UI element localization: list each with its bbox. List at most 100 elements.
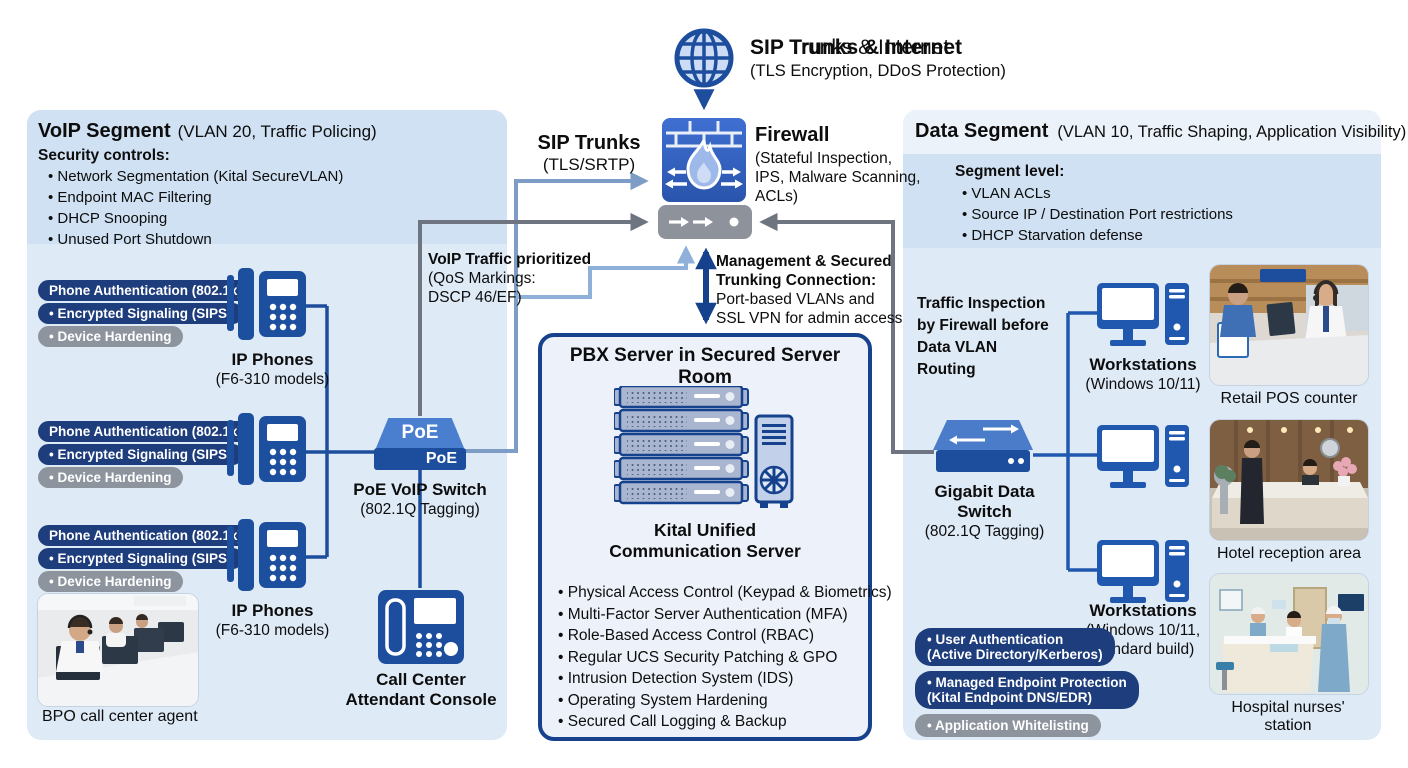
pbx-bullet: • Secured Call Logging & Backup xyxy=(558,713,787,730)
phone-badge: • Device Hardening xyxy=(38,326,183,347)
endpoint-badge-line: (Active Directory/Kerberos) xyxy=(927,647,1103,662)
data-segment-item: • DHCP Starvation defense xyxy=(962,227,1143,244)
ip-phones-sublabel-2: (F6-310 models) xyxy=(215,622,330,639)
management-note: Management & Secured Trunking Connection… xyxy=(716,252,902,328)
retail-photo-caption: Retail POS counter xyxy=(1220,390,1358,407)
phone-badges-group-3: Phone Authentication (802.1x) • Encrypte… xyxy=(38,525,254,594)
voip-security-item: • Network Segmentation (Kital SecureVLAN… xyxy=(48,168,344,185)
data-segment-title-suffix: (VLAN 10, Traffic Shaping, Application V… xyxy=(1057,123,1407,141)
sip-trunks-sublabel: (TLS/SRTP) xyxy=(542,155,636,174)
workstations-bottom-sublabel: (Windows 10/11, xyxy=(1085,622,1201,639)
poe-switch-label: PoE VoIP Switch xyxy=(353,480,487,499)
endpoint-badge-line: • User Authentication xyxy=(927,632,1064,647)
voip-priority-line: DSCP 46/EF) xyxy=(428,289,522,306)
firewall-detail-line: (Stateful Inspection, xyxy=(755,150,892,167)
internet-subtitle: (TLS Encryption, DDoS Protection) xyxy=(750,62,1006,80)
workstation-icon xyxy=(1097,540,1189,603)
pbx-bullet: • Regular UCS Security Patching & GPO xyxy=(558,648,838,666)
phone-badge: • Device Hardening xyxy=(38,467,183,488)
console-label2: Attendant Console xyxy=(345,690,497,709)
workstation-icon xyxy=(1097,283,1189,346)
endpoint-badge: • Application Whitelisting xyxy=(915,714,1101,737)
voip-security-item: • DHCP Snooping xyxy=(48,210,168,227)
endpoint-badge-line: • Managed Endpoint Protection xyxy=(927,675,1127,690)
voip-priority-line: (QoS Markings: xyxy=(428,270,536,287)
sip-trunks-label: SIP Trunks xyxy=(537,132,641,154)
firewall-details: (Stateful Inspection, IPS, Malware Scann… xyxy=(755,149,920,206)
pbx-bullet: • Multi-Factor Server Authentication (MF… xyxy=(558,605,848,623)
data-switch-icon xyxy=(933,420,1033,472)
traffic-inspection-line: by Firewall before xyxy=(917,317,1049,334)
pbx-server-rack-icon xyxy=(614,386,794,508)
data-segment-item: • VLAN ACLs xyxy=(962,185,1051,202)
traffic-inspection-note: Traffic Inspection by Firewall before Da… xyxy=(917,293,1049,381)
phone-badge: • Encrypted Signaling (SIPS) xyxy=(38,548,243,569)
phone-badges-group-1: Phone Authentication (802.1x) • Encrypte… xyxy=(38,280,254,349)
firewall-icon xyxy=(662,118,746,202)
hospital-photo-caption: Hospital nurses' station xyxy=(1231,699,1345,734)
data-switch-label: Gigabit Data Switch xyxy=(934,482,1035,521)
data-segment-item: • Source IP / Destination Port restricti… xyxy=(962,206,1233,223)
voip-segment-title: VoIP Segment xyxy=(38,120,171,142)
traffic-inspection-line: Data VLAN xyxy=(917,339,998,356)
pbx-bullet: • Operating System Hardening xyxy=(558,691,768,709)
phone-badge: • Encrypted Signaling (SIPS) xyxy=(38,303,243,324)
voip-security-item: • Endpoint MAC Filtering xyxy=(48,189,212,206)
phone-badge: Phone Authentication (802.1x) xyxy=(38,421,254,442)
endpoint-badge-line: • Application Whitelisting xyxy=(927,718,1089,733)
firewall-label: Firewall xyxy=(755,124,830,146)
internet-title: SIP Trunks & Internet xyxy=(750,36,950,59)
globe-icon xyxy=(674,28,734,88)
firewall-detail-line: ACLs) xyxy=(755,188,799,205)
management-line: Management & Secured xyxy=(716,253,892,270)
hotel-reception-photo xyxy=(1210,420,1368,540)
data-segment-list: • VLAN ACLs • Source IP / Destination Po… xyxy=(962,183,1233,246)
endpoint-badge-line: (Kital Endpoint DNS/EDR) xyxy=(927,690,1092,705)
data-segment-heading: Segment level: xyxy=(955,163,1065,180)
voip-security-item: • Unused Port Shutdown xyxy=(48,231,212,248)
workstations-bottom-label: Workstations xyxy=(1089,601,1197,620)
ip-phone-icon xyxy=(227,268,306,340)
traffic-inspection-line: Traffic Inspection xyxy=(917,295,1046,312)
workstations-top-label: Workstations xyxy=(1089,355,1197,374)
ip-phone-icon xyxy=(227,519,306,591)
voip-priority-note: VoIP Traffic prioritized (QoS Markings: … xyxy=(428,250,591,307)
bpo-photo-caption: BPO call center agent xyxy=(42,708,198,725)
pbx-bullet: • Role-Based Access Control (RBAC) xyxy=(558,627,815,644)
edge-router-icon xyxy=(658,205,752,239)
traffic-inspection-line: Routing xyxy=(917,361,976,378)
endpoint-badge: • User Authentication (Active Directory/… xyxy=(915,628,1115,666)
bpo-call-center-photo xyxy=(38,594,198,706)
voip-priority-line: VoIP Traffic prioritized xyxy=(428,251,592,268)
phone-badges-group-2: Phone Authentication (802.1x) • Encrypte… xyxy=(38,421,254,490)
endpoint-badge: • Managed Endpoint Protection (Kital End… xyxy=(915,671,1139,709)
retail-pos-photo xyxy=(1210,265,1368,385)
ip-phones-label-1: IP Phones xyxy=(231,350,314,369)
workstations-top-sublabel: (Windows 10/11) xyxy=(1085,376,1201,393)
voip-segment-title-suffix: (VLAN 20, Traffic Policing) xyxy=(177,122,377,141)
pbx-server-label2: Communication Server xyxy=(609,541,801,561)
ip-phone-icon xyxy=(227,413,306,485)
workstation-icon xyxy=(1097,425,1189,488)
data-switch-sublabel: (802.1Q Tagging) xyxy=(924,523,1045,540)
phone-badge: • Device Hardening xyxy=(38,571,183,592)
pbx-title: PBX Server in Secured Server Room xyxy=(569,345,841,388)
management-line: Trunking Connection: xyxy=(716,272,877,289)
hotel-photo-caption: Hotel reception area xyxy=(1216,545,1362,562)
pbx-server-label: Kital Unified xyxy=(653,520,757,540)
internet-title-bold: SIP Trunks & Internet xyxy=(750,36,962,59)
hospital-station-photo xyxy=(1210,574,1368,694)
voip-security-heading: Security controls: xyxy=(38,147,170,164)
poe-switch-bar-icon: PoE xyxy=(374,448,466,470)
pbx-bullet: • Intrusion Detection System (IDS) xyxy=(558,670,794,687)
console-label: Call Center xyxy=(376,670,466,689)
attendant-console-icon xyxy=(378,590,464,664)
ip-phones-label-2: IP Phones xyxy=(231,601,314,620)
firewall-detail-line: IPS, Malware Scanning, xyxy=(755,169,921,186)
phone-badge: Phone Authentication (802.1x) xyxy=(38,280,254,301)
phone-badge: Phone Authentication (802.1x) xyxy=(38,525,254,546)
endpoint-badges: • User Authentication (Active Directory/… xyxy=(915,628,1139,742)
data-segment-panel xyxy=(903,154,1381,248)
